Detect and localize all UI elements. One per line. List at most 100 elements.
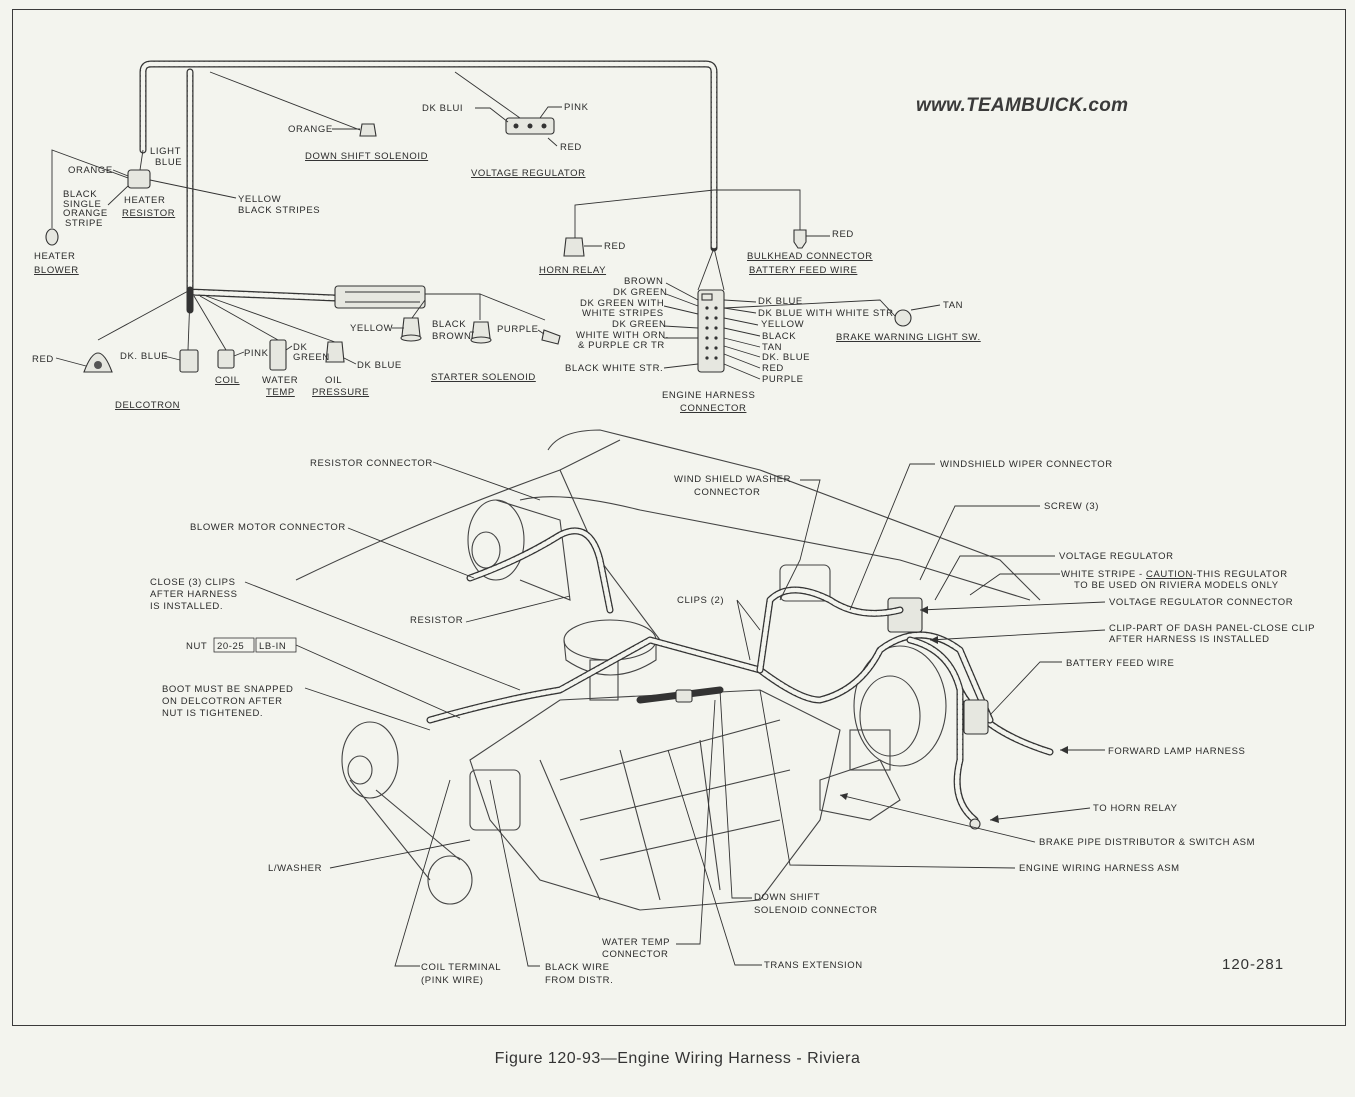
label-boot-3: NUT IS TIGHTENED.	[162, 708, 263, 719]
label-engine-wiring-harness: ENGINE WIRING HARNESS ASM	[1019, 863, 1180, 874]
label-white-stripe: WHITE STRIPE	[1061, 569, 1136, 580]
label-pink-coil: PINK	[244, 348, 269, 359]
label-down-shift-conn-2: SOLENOID CONNECTOR	[754, 905, 878, 916]
label-dk-blue-oil: DK BLUE	[357, 360, 402, 371]
engine-labels: RESISTOR CONNECTOR BLOWER MOTOR CONNECTO…	[150, 458, 1315, 986]
label-orange-heater: ORANGE	[68, 165, 113, 176]
label-coil-terminal-1: COIL TERMINAL	[421, 962, 501, 973]
label-stripe: STRIPE	[65, 218, 103, 229]
label-tan: TAN	[943, 300, 963, 311]
label-trans-extension: TRANS EXTENSION	[764, 960, 863, 971]
label-boot-1: BOOT MUST BE SNAPPED	[162, 684, 293, 695]
label-red-delco: RED	[32, 354, 54, 365]
label-clip-part-1: CLIP-PART OF DASH PANEL-CLOSE CLIP	[1109, 623, 1315, 634]
label-coil-terminal-2: (PINK WIRE)	[421, 975, 484, 986]
label-close-clips-2: AFTER HARNESS	[150, 589, 238, 600]
label-caution-text-2: TO BE USED ON RIVIERA MODELS ONLY	[1074, 580, 1279, 591]
label-starter-solenoid: STARTER SOLENOID	[431, 372, 536, 383]
label-close-clips-1: CLOSE (3) CLIPS	[150, 577, 236, 588]
label-dk-green-with: DK GREEN WITH	[580, 298, 664, 309]
label-white-with-orn: WHITE WITH ORN.	[576, 330, 669, 341]
label-heater-resistor-1: HEATER	[124, 195, 165, 206]
label-bulkhead-connector: BULKHEAD CONNECTOR	[747, 251, 873, 262]
label-down-shift-conn-1: DOWN SHIFT	[754, 892, 820, 903]
label-l-washer: L/WASHER	[268, 863, 322, 874]
label-water-temp-2: TEMP	[266, 387, 295, 398]
engine-leaders	[244, 461, 1106, 967]
label-brown: BROWN	[624, 276, 663, 287]
label-water-temp-conn-1: WATER TEMP	[602, 937, 670, 948]
label-windshield-wiper: WINDSHIELD WIPER CONNECTOR	[940, 459, 1113, 470]
down-shift-solenoid-group: ORANGE DOWN SHIFT SOLENOID	[209, 71, 428, 162]
label-r-red: RED	[762, 363, 784, 374]
label-r-tan: TAN	[762, 342, 782, 353]
heater-resistor-group: LIGHT BLUE ORANGE BLACK SINGLE ORANGE ST…	[34, 146, 320, 276]
horn-relay-group: RED HORN RELAY RED BULKHEAD CONNECTOR BA…	[539, 189, 873, 276]
sensor-group: RED DK. BLUE DELCOTRON PINK COIL DK GREE…	[32, 289, 402, 411]
label-horn-relay: HORN RELAY	[539, 265, 606, 276]
label-nut: NUT	[186, 641, 207, 652]
figure-number: 120-281	[1222, 956, 1285, 973]
label-water-temp-conn-2: CONNECTOR	[602, 949, 668, 960]
label-r-purple: PURPLE	[762, 374, 804, 385]
label-delcotron: DELCOTRON	[115, 400, 180, 411]
label-torque-value: 20-25	[217, 641, 244, 652]
label-caution-text-1: -THIS REGULATOR	[1193, 569, 1288, 580]
label-engine-harness-conn-1: ENGINE HARNESS	[662, 390, 755, 401]
label-dk-green-1: DK	[293, 342, 307, 353]
label-pink-vr: PINK	[564, 102, 589, 113]
label-purple-cr-tr: & PURPLE CR TR	[578, 340, 665, 351]
label-yellow: YELLOW	[238, 194, 281, 205]
label-windshield-washer-1: WIND SHIELD WASHER	[674, 474, 791, 485]
label-windshield-washer-2: CONNECTOR	[694, 487, 760, 498]
label-water-temp-1: WATER	[262, 375, 298, 386]
voltage-regulator-schematic: DK BLUI PINK RED VOLTAGE REGULATOR	[422, 71, 589, 179]
label-screw: SCREW (3)	[1044, 501, 1099, 512]
label-dk-blue-vr: DK BLUI	[422, 103, 463, 114]
label-light: LIGHT	[150, 146, 181, 157]
label-clips-2: CLIPS (2)	[677, 595, 724, 606]
label-r-yellow: YELLOW	[761, 319, 804, 330]
label-black-white-str: BLACK WHITE STR.	[565, 363, 663, 374]
label-white-stripes: WHITE STRIPES	[582, 308, 664, 319]
label-blue: BLUE	[155, 157, 182, 168]
label-voltage-regulator-eng: VOLTAGE REGULATOR	[1059, 551, 1174, 562]
engine-illustration	[295, 429, 1054, 911]
label-brake-warning: BRAKE WARNING LIGHT SW.	[836, 332, 981, 343]
label-black-starter: BLACK	[432, 319, 466, 330]
label-to-horn-relay: TO HORN RELAY	[1093, 803, 1178, 814]
label-forward-lamp-harness: FORWARD LAMP HARNESS	[1108, 746, 1245, 757]
label-voltage-regulator-schem: VOLTAGE REGULATOR	[471, 168, 586, 179]
label-dk-green-b: DK GREEN	[612, 319, 666, 330]
label-purple-starter: PURPLE	[497, 324, 539, 335]
label-resistor-connector: RESISTOR CONNECTOR	[310, 458, 433, 469]
label-clip-part-2: AFTER HARNESS IS INSTALLED	[1109, 634, 1270, 645]
label-coil: COIL	[215, 375, 240, 386]
label-caution: CAUTION	[1146, 569, 1193, 580]
label-boot-2: ON DELCOTRON AFTER	[162, 696, 283, 707]
label-r-dk-blue: DK BLUE	[758, 296, 803, 307]
label-oil-pressure-2: PRESSURE	[312, 387, 369, 398]
figure-caption: Figure 120-93—Engine Wiring Harness - Ri…	[494, 1050, 861, 1067]
label-close-clips-3: IS INSTALLED.	[150, 601, 223, 612]
label-red-vr: RED	[560, 142, 582, 153]
diagram-frame	[12, 9, 1346, 1026]
brand-watermark: www.TEAMBUICK.com	[916, 95, 1129, 116]
label-dk-green-2: GREEN	[293, 352, 330, 363]
label-black-wire-1: BLACK WIRE	[545, 962, 610, 973]
label-brown-starter: BROWN	[432, 331, 471, 342]
label-single: SINGLE	[63, 199, 101, 210]
label-oil-pressure-1: OIL	[325, 375, 342, 386]
label-heater-blower-1: HEATER	[34, 251, 75, 262]
label-brake-pipe: BRAKE PIPE DISTRIBUTOR & SWITCH ASM	[1039, 837, 1255, 848]
label-torque-unit: LB-IN	[259, 641, 286, 652]
label-black-single: BLACK	[63, 189, 97, 200]
arrowheads	[840, 606, 1068, 823]
label-orange-dss: ORANGE	[288, 124, 333, 135]
label-resistor: RESISTOR	[410, 615, 463, 626]
label-r-black: BLACK	[762, 331, 796, 342]
label-orange-stripe: ORANGE	[63, 208, 108, 219]
label-white-stripe-line: WHITE STRIPE - CAUTION-THIS REGULATOR	[1061, 569, 1288, 580]
engine-wiring-harness	[426, 527, 994, 830]
